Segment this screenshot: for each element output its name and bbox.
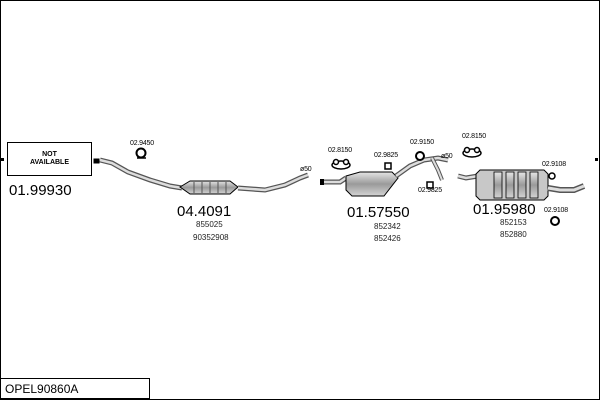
left-marker	[1, 158, 4, 161]
fitting-label-02-9150: 02.9150	[410, 139, 434, 146]
right-marker	[595, 158, 598, 161]
fitting-label-hanger-right: 02.8150	[462, 133, 486, 140]
diameter-label-1: ø50	[300, 166, 312, 173]
article-code-box: OPEL90860A	[0, 378, 150, 399]
middle-silencer-ref-1: 852342	[374, 222, 401, 231]
article-code: OPEL90860A	[5, 382, 79, 396]
part-number-catalyst: 04.4091	[177, 203, 232, 220]
part-number-front-pipe: 01.99930	[9, 182, 72, 199]
middle-silencer	[320, 155, 449, 197]
rear-silencer	[457, 169, 586, 226]
fitting-label-hanger-left: 02.8150	[328, 147, 352, 154]
fitting-02-9825-a	[384, 162, 392, 170]
fitting-label-02-9825-a: 02.9825	[374, 152, 398, 159]
rear-silencer-ref-1: 852153	[500, 218, 527, 227]
fitting-label-02-9825-b: 02.9825	[418, 187, 442, 194]
part-number-rear-silencer: 01.95980	[473, 201, 536, 218]
fitting-label-02-9108-a: 02.9108	[542, 161, 566, 168]
fitting-label-02-9450: 02.9450	[130, 140, 154, 147]
fitting-02-9825-b	[426, 181, 434, 189]
front-pipe	[93, 157, 183, 191]
middle-silencer-ref-2: 852426	[374, 234, 401, 243]
not-available-box: NOT AVAILABLE	[7, 142, 92, 176]
hanger-right	[462, 146, 482, 158]
not-available-line1: NOT	[42, 150, 57, 158]
fitting-label-02-9108-b: 02.9108	[544, 207, 568, 214]
diameter-label-2: ø50	[441, 153, 453, 160]
hanger-left	[331, 158, 351, 170]
part-number-middle-silencer: 01.57550	[347, 204, 410, 221]
catalyst-ref-2: 90352908	[193, 233, 229, 242]
rear-silencer-ref-2: 852880	[500, 230, 527, 239]
not-available-line2: AVAILABLE	[29, 159, 70, 166]
clamp-02-9450	[135, 147, 147, 159]
catalytic-converter	[179, 172, 309, 195]
fitting-02-9150	[415, 151, 425, 161]
catalyst-ref-1: 855025	[196, 220, 223, 229]
